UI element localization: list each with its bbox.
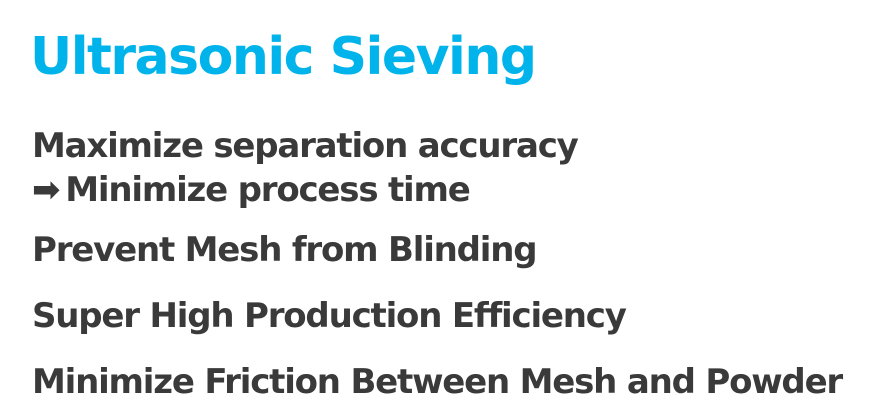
right-arrow-icon: ➡ [32, 170, 61, 210]
feature-list: Maximize separation accuracy ➡Minimize p… [32, 124, 843, 404]
feature-text: Minimize Friction Between Mesh and Powde… [32, 362, 843, 402]
feature-item-separation: Maximize separation accuracy ➡Minimize p… [32, 124, 842, 228]
slide-title: Ultrasonic Sieving [30, 27, 537, 87]
feature-subtext: ➡Minimize process time [32, 168, 842, 212]
feature-text: Prevent Mesh from Blinding [32, 230, 538, 270]
feature-item-efficiency: Super High Production Efficiency [32, 294, 842, 360]
feature-text: Super High Production Efficiency [32, 296, 627, 336]
feature-text: Maximize separation accuracy [32, 126, 579, 166]
feature-subtext-label: Minimize process time [65, 170, 471, 210]
feature-item-friction: Minimize Friction Between Mesh and Powde… [32, 360, 843, 404]
feature-item-blinding: Prevent Mesh from Blinding [32, 228, 842, 294]
